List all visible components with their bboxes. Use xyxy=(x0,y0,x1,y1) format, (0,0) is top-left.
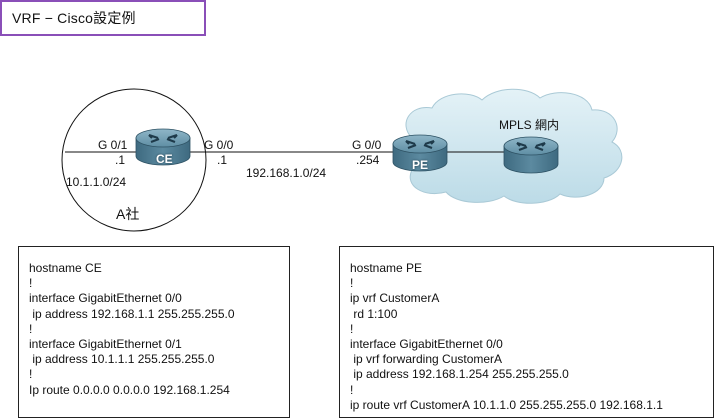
link-subnet-label: 192.168.1.0/24 xyxy=(246,166,327,180)
ce-right-ip-label: .1 xyxy=(217,153,228,167)
mpls-cloud-label: MPLS 網内 xyxy=(499,118,560,132)
config-line: ! xyxy=(350,321,354,336)
pe-ip-label: .254 xyxy=(356,153,380,167)
config-line: ! xyxy=(29,367,33,382)
config-line: ip vrf CustomerA xyxy=(350,291,440,306)
core-router-icon xyxy=(502,135,560,175)
site-a-boundary xyxy=(61,88,207,232)
ce-left-ip-label: .1 xyxy=(115,153,126,167)
config-line: ip address 10.1.1.1 255.255.255.0 xyxy=(29,352,215,367)
config-line: hostname CE xyxy=(29,261,102,275)
config-line: interface GigabitEthernet 0/0 xyxy=(29,291,182,306)
config-line: ip vrf forwarding CustomerA xyxy=(350,352,503,367)
config-line: Ip route 0.0.0.0 0.0.0.0 192.168.1.254 xyxy=(29,382,230,397)
config-line: ip address 192.168.1.254 255.255.255.0 xyxy=(350,367,569,382)
config-line: hostname PE xyxy=(350,261,423,275)
ce-left-interface-label: G 0/1 xyxy=(98,138,128,152)
pe-config-box: hostname PE ! ip vrf CustomerA rd 1:100 … xyxy=(339,246,714,418)
config-line: ! xyxy=(29,321,33,336)
site-name-label: A社 xyxy=(116,206,140,222)
config-line: ! xyxy=(350,382,354,397)
config-line: ip address 192.168.1.1 255.255.255.0 xyxy=(29,306,235,321)
ce-router-name: CE xyxy=(156,152,173,166)
config-line: rd 1:100 xyxy=(350,306,398,321)
config-line: interface GigabitEthernet 0/1 xyxy=(29,336,182,351)
config-line: ip route vrf CustomerA 10.1.1.0 255.255.… xyxy=(350,397,663,412)
diagram-title: VRF − Cisco設定例 xyxy=(0,0,206,36)
ce-config-box: hostname CE ! interface GigabitEthernet … xyxy=(18,246,290,418)
ce-right-interface-label: G 0/0 xyxy=(204,138,234,152)
pe-router-name: PE xyxy=(412,158,429,172)
config-line: ! xyxy=(29,276,33,291)
lan-subnet-label: 10.1.1.0/24 xyxy=(66,175,127,189)
pe-interface-label: G 0/0 xyxy=(352,138,382,152)
config-line: interface GigabitEthernet 0/0 xyxy=(350,336,503,351)
config-line: ! xyxy=(350,276,354,291)
